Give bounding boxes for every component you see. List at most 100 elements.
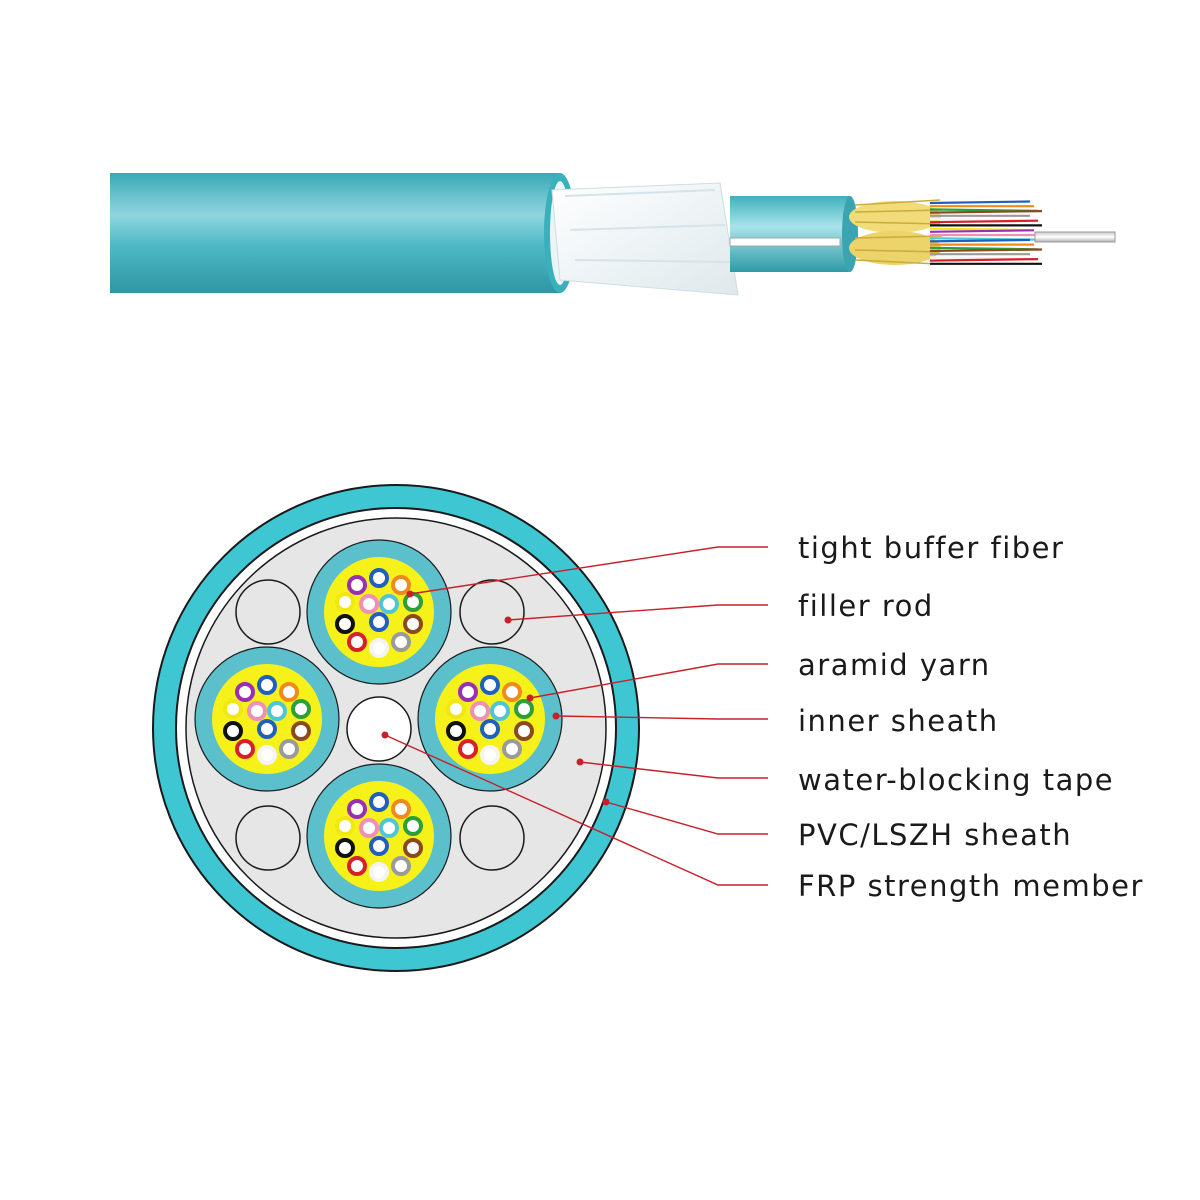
labels: tight buffer fiber filler rod aramid yar…	[798, 531, 1144, 903]
tight-buffer-fiber	[391, 799, 411, 819]
callout-line	[384, 734, 768, 886]
tight-buffer-fiber	[403, 838, 423, 858]
cable-side-view	[110, 173, 1116, 296]
tight-buffer-fiber	[257, 745, 277, 765]
cable-tape-wrap	[551, 182, 739, 296]
tight-buffer-fiber	[359, 818, 379, 838]
tight-buffer-fiber	[279, 682, 299, 702]
tight-buffer-fiber	[490, 701, 510, 721]
tight-buffer-fiber	[470, 701, 490, 721]
tight-buffer-fiber	[291, 699, 311, 719]
filler-rod	[459, 805, 525, 871]
tight-buffer-fiber	[347, 799, 367, 819]
side-fiber	[929, 219, 1039, 224]
cable-aramid-yarn	[849, 199, 943, 265]
callout-dot	[381, 731, 389, 739]
tight-buffer-fiber	[480, 719, 500, 739]
tight-buffer-fiber	[223, 699, 243, 719]
tight-buffer-fiber	[391, 632, 411, 652]
tight-buffer-fiber	[247, 701, 267, 721]
label-water-blocking-tape: water-blocking tape	[798, 763, 1114, 797]
filler-rod	[235, 805, 301, 871]
tight-buffer-fiber	[347, 575, 367, 595]
tight-buffer-fiber	[403, 592, 423, 612]
tight-buffer-fiber	[335, 838, 355, 858]
tight-buffer-fiber	[257, 675, 277, 695]
tight-buffer-fiber	[223, 721, 243, 741]
sub-unit	[417, 646, 563, 792]
sub-unit	[306, 763, 452, 909]
callout-line	[605, 801, 768, 835]
tight-buffer-fiber	[335, 614, 355, 634]
tight-buffer-fiber	[369, 862, 389, 882]
callout-line	[409, 546, 768, 595]
tight-buffer-fiber	[514, 721, 534, 741]
callout-line	[555, 715, 768, 720]
tight-buffer-fiber	[502, 682, 522, 702]
tight-buffer-fiber	[502, 739, 522, 759]
tight-buffer-fiber	[369, 792, 389, 812]
tight-buffer-fiber	[458, 739, 478, 759]
tight-buffer-fiber	[391, 856, 411, 876]
tight-buffer-fiber	[391, 575, 411, 595]
side-fiber	[929, 200, 1031, 205]
side-fiber	[929, 229, 1035, 233]
tight-buffer-fiber	[257, 719, 277, 739]
tight-buffer-fiber	[369, 568, 389, 588]
callout-dot	[552, 712, 560, 720]
sub-unit	[306, 539, 452, 685]
cable-cross-section	[152, 484, 640, 972]
side-fiber	[929, 210, 1043, 214]
cable-side-fibers	[929, 200, 1043, 265]
tight-buffer-fiber	[335, 816, 355, 836]
callout-dot	[504, 616, 512, 624]
label-inner-sheath: inner sheath	[798, 704, 999, 738]
cable-frp-rod	[729, 237, 841, 247]
tight-buffer-fiber	[446, 721, 466, 741]
tight-buffer-fiber	[279, 739, 299, 759]
tight-buffer-fiber	[379, 594, 399, 614]
tight-buffer-fiber	[403, 816, 423, 836]
tight-buffer-fiber	[335, 592, 355, 612]
label-filler-rod: filler rod	[798, 589, 934, 623]
label-tight-buffer-fiber: tight buffer fiber	[798, 531, 1064, 565]
callout-line	[579, 761, 768, 779]
tight-buffer-fiber	[267, 701, 287, 721]
tight-buffer-fiber	[480, 675, 500, 695]
tight-buffer-fiber	[235, 682, 255, 702]
callout-dot	[602, 798, 610, 806]
tight-buffer-fiber	[480, 745, 500, 765]
tight-buffer-fiber	[359, 594, 379, 614]
label-frp-strength-member: FRP strength member	[798, 869, 1144, 903]
filler-rods	[235, 579, 525, 871]
label-pvc-lszh-sheath: PVC/LSZH sheath	[798, 818, 1072, 852]
label-aramid-yarn: aramid yarn	[798, 648, 991, 682]
tight-buffer-fiber	[291, 721, 311, 741]
filler-rod	[459, 579, 525, 645]
tight-buffer-fiber	[379, 818, 399, 838]
callouts	[381, 546, 768, 886]
tight-buffer-fiber	[458, 682, 478, 702]
tight-buffer-fiber	[369, 612, 389, 632]
tight-buffer-fiber	[514, 699, 534, 719]
tight-buffer-fiber	[446, 699, 466, 719]
callout-line	[529, 663, 768, 699]
callout-dot	[406, 590, 414, 598]
callout-dot	[576, 758, 584, 766]
sub-unit	[194, 646, 340, 792]
side-fiber	[929, 238, 1031, 243]
tight-buffer-fiber	[347, 632, 367, 652]
tight-buffer-fiber	[235, 739, 255, 759]
sub-units	[194, 539, 563, 909]
cable-inner-unit	[730, 196, 850, 272]
side-fiber	[929, 248, 1043, 253]
frp-strength-member-core	[346, 696, 412, 762]
tight-buffer-fiber	[347, 856, 367, 876]
cable-outer-jacket	[110, 173, 560, 293]
callout-line	[507, 604, 768, 621]
tight-buffer-fiber	[403, 614, 423, 634]
filler-rod	[235, 579, 301, 645]
tight-buffer-fiber	[369, 836, 389, 856]
callout-dot	[526, 694, 534, 702]
